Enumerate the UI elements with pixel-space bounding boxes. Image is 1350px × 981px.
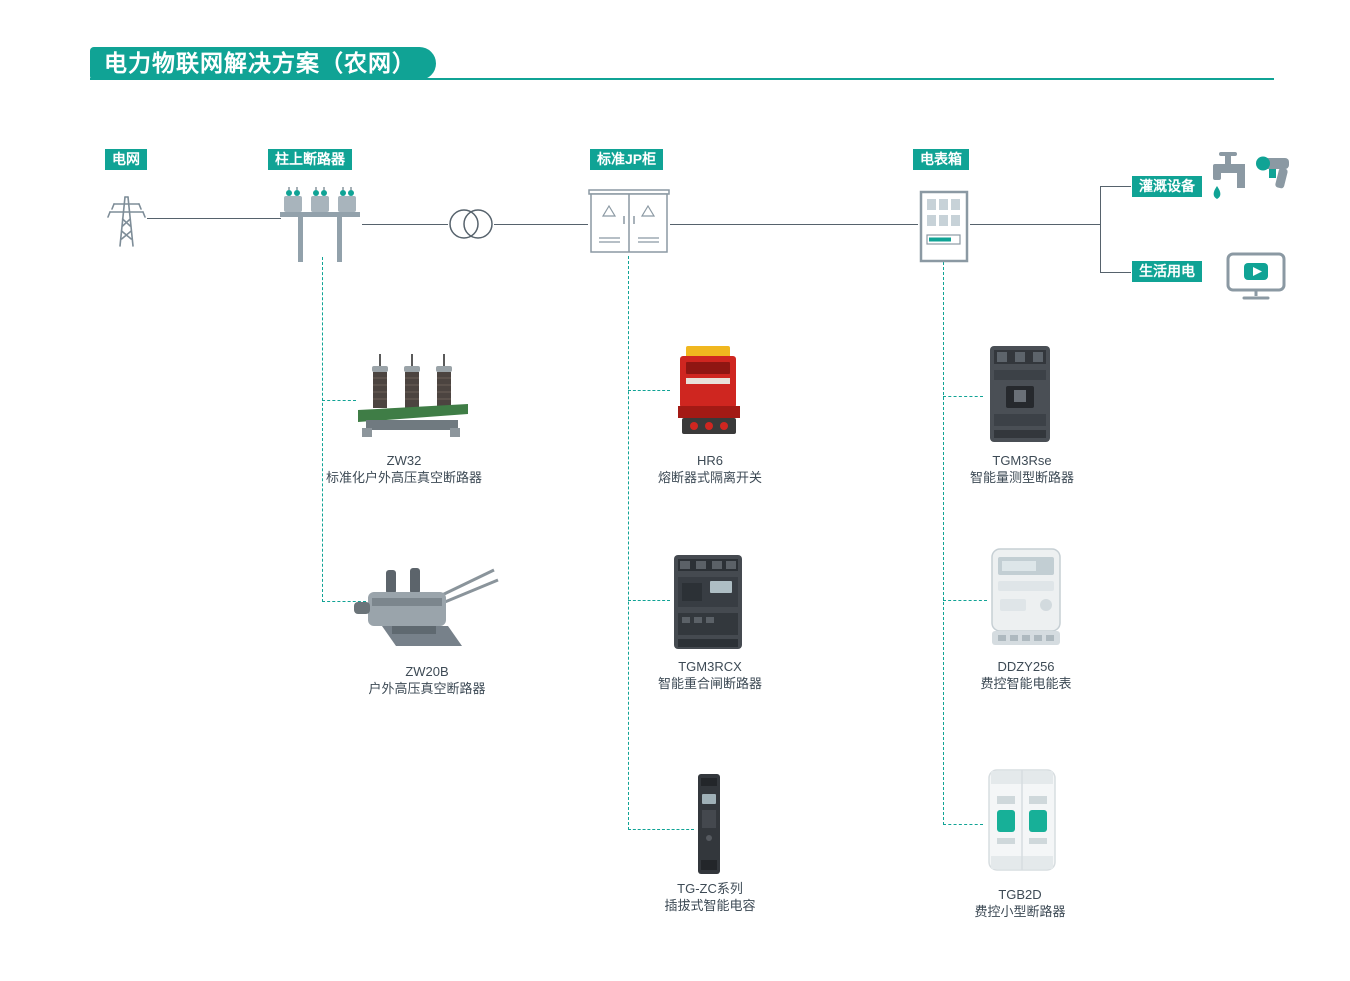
product-caption-zw20b: ZW20B 户外高压真空断路器 [317,663,537,697]
product-name: 标准化户外高压真空断路器 [325,470,482,485]
connector-meterbox-branch [970,224,1100,225]
irrigation-faucet-icon [1213,152,1289,199]
product-name: 智能重合闸断路器 [657,676,762,691]
product-caption-ddzy256: DDZY256 费控智能电能表 [916,658,1136,692]
dashed-stub-tgm3rse [943,396,983,397]
product-model: TGB2D [998,887,1042,902]
branch-domestic-stub [1100,272,1131,273]
product-model: TGM3Rse [992,453,1052,468]
product-name: 智能量测型断路器 [969,470,1074,485]
node-label-meter-box: 电表箱 [913,149,969,170]
dashed-line-meterbox-column [943,262,944,825]
title-underline [90,78,1274,80]
product-caption-zw32: ZW32 标准化户外高压真空断路器 [294,452,514,486]
product-image-tgm3rcx [674,555,742,649]
node-label-grid: 电网 [105,149,147,170]
product-caption-tgm3rse: TGM3Rse 智能量测型断路器 [912,452,1132,486]
product-tgm3rse [984,344,1056,449]
product-name: 费控小型断路器 [974,904,1066,919]
product-tgb2d [983,766,1061,879]
product-model: ZW20B [405,664,449,679]
jp-cabinet-icon [588,189,670,253]
product-model: ZW32 [386,453,422,468]
dashed-stub-ddzy256 [943,600,987,601]
product-image-tgzc [698,774,720,874]
branch-vertical-line [1100,186,1101,273]
product-name: 户外高压真空断路器 [368,681,486,696]
dashed-stub-tgb2d [943,824,983,825]
node-label-pole-breaker: 柱上断路器 [268,149,352,170]
dashed-stub-hr6 [628,390,670,391]
product-zw20b [352,562,502,659]
dashed-line-cabinet-column [628,256,629,830]
product-hr6 [670,344,748,443]
node-label-irrigation: 灌溉设备 [1132,176,1202,197]
node-label-jp-cabinet: 标准JP柜 [590,149,664,170]
transmission-tower-icon [107,196,146,247]
connector-transformer-cabinet [494,224,588,225]
product-ddzy256 [986,547,1066,652]
product-model: DDZY256 [997,659,1055,674]
connector-grid-breaker [147,218,281,219]
product-image-zw32 [358,354,468,437]
transformer-icon [449,209,493,239]
product-caption-tgzc: TG-ZC系列 插拔式智能电容 [600,880,820,914]
product-model: TG-ZC系列 [677,881,743,896]
product-tgm3rcx [670,553,746,656]
dashed-line-breaker-column [322,257,323,602]
page-title: 电力物联网解决方案（农网） [90,47,436,80]
product-image-hr6 [678,346,740,434]
dashed-stub-tgm3rcx [628,600,670,601]
branch-irrigation-stub [1100,186,1131,187]
node-label-domestic: 生活用电 [1132,261,1202,282]
connector-cabinet-meterbox [670,224,918,225]
product-name: 熔断器式隔离开关 [657,470,762,485]
product-caption-tgb2d: TGB2D 费控小型断路器 [910,886,1130,920]
product-name: 插拔式智能电容 [664,898,756,913]
product-name: 费控智能电能表 [980,676,1072,691]
dashed-stub-zw32 [322,400,356,401]
product-image-tgm3rse [990,346,1050,442]
dashed-stub-tgzc [628,829,694,830]
product-tgzc [695,772,723,881]
product-caption-hr6: HR6 熔断器式隔离开关 [600,452,820,486]
tv-play-icon [1226,252,1286,300]
product-model: TGM3RCX [678,659,742,674]
connector-breaker-transformer [362,224,448,225]
product-image-zw20b [354,568,499,646]
product-caption-tgm3rcx: TGM3RCX 智能重合闸断路器 [600,658,820,692]
pole-breaker-icon [280,187,360,262]
product-image-tgb2d [988,769,1056,871]
dashed-stub-zw20b [322,601,366,602]
product-model: HR6 [696,453,723,468]
water-drop-shape [1213,186,1221,199]
product-image-ddzy256 [991,548,1061,645]
meter-box-icon [919,190,969,263]
spray-gun-shape [1256,156,1289,189]
product-zw32 [352,348,474,449]
